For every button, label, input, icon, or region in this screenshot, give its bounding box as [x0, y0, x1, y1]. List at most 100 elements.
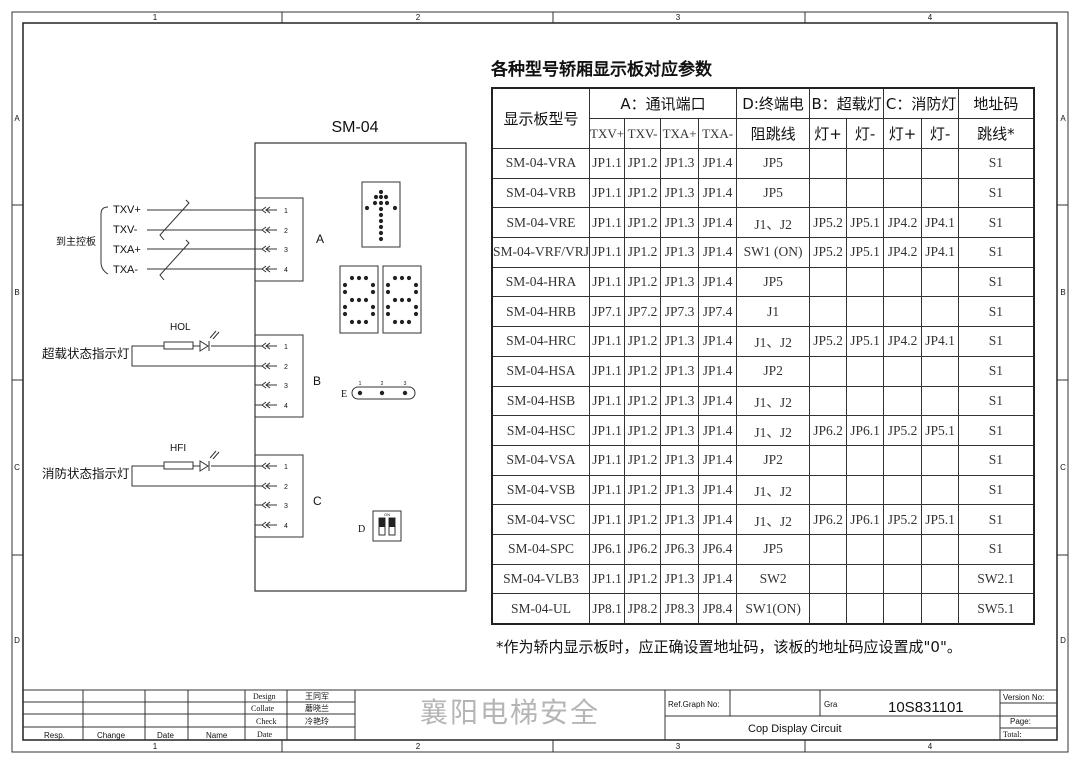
table-cell: JP1.3: [660, 266, 700, 298]
table-cell: S1: [958, 148, 1035, 179]
table-cell: [846, 563, 885, 595]
signal-brace: [100, 206, 109, 275]
table-cell: J1、J2: [736, 326, 811, 357]
table-cell: JP1.1: [589, 385, 626, 417]
table-cell: JP5: [736, 177, 811, 209]
table-cell: JP4.2: [883, 326, 923, 357]
table-cell: JP5.1: [846, 237, 885, 268]
fire-circuit: [131, 450, 262, 487]
connector-pin: 3: [261, 245, 288, 254]
table-cell: [921, 355, 960, 387]
jumper-pin-2: 2: [381, 381, 384, 387]
led-dot: [370, 311, 376, 317]
table-cell: [883, 266, 923, 298]
arrow-display: [361, 181, 401, 248]
table-cell: JP5.1: [921, 504, 960, 535]
table-cell: JP5.2: [809, 326, 848, 357]
table-cell: JP1.1: [589, 504, 626, 535]
table-cell: [809, 296, 848, 328]
led-dot: [392, 205, 398, 211]
table-cell: SW1 (ON): [736, 237, 811, 268]
led-dot: [399, 319, 405, 325]
table-cell: JP1.2: [624, 237, 662, 268]
led-dot: [378, 189, 384, 195]
grid-col-2-bottom: 2: [416, 742, 421, 751]
pin-number: 1: [284, 464, 288, 471]
model-cell: SM-04-HSC: [491, 415, 591, 446]
connector-pin: 1: [255, 462, 288, 471]
led-dot: [378, 194, 384, 200]
table-cell: JP5.2: [809, 207, 848, 239]
header-overload: B：超载灯: [809, 87, 885, 119]
title-block: [23, 689, 1057, 740]
table-cell: JP1.4: [698, 326, 738, 357]
table-cell: S1: [958, 266, 1035, 298]
table-cell: JP4.2: [883, 237, 923, 268]
header-txv-plus: TXV+: [589, 118, 626, 149]
table-cell: JP1.1: [589, 207, 626, 239]
table-cell: JP5.1: [846, 326, 885, 357]
table-cell: JP5.2: [809, 237, 848, 268]
grid-row-b: B: [14, 288, 19, 297]
led-dot: [372, 200, 378, 206]
table-cell: JP1.3: [660, 415, 700, 446]
pin-number: 4: [284, 403, 288, 410]
table-cell: JP7.2: [624, 296, 662, 328]
table-cell: JP5.1: [921, 415, 960, 446]
check-name: 冷艳玲: [305, 716, 329, 726]
outer-border: [11, 11, 1069, 753]
led-dot: [363, 319, 369, 325]
table-cell: [809, 474, 848, 506]
led-dot: [406, 275, 412, 281]
dip-switch[interactable]: [372, 510, 402, 542]
table-cell: JP6.1: [846, 415, 885, 446]
table-cell: JP8.4: [698, 593, 738, 625]
pin-number: 4: [284, 523, 288, 530]
grid-col-4-bottom: 4: [928, 742, 933, 751]
dip-d-label: D: [358, 524, 365, 535]
jumper-pin-1: 1: [359, 381, 362, 387]
parameter-table: 显示板型号 A：通讯端口 D:终端电 B：超载灯 C：消防灯 地址码 TXV+ …: [491, 87, 1035, 625]
grid-col-4: 4: [928, 13, 933, 22]
table-cell: [846, 355, 885, 387]
table-cell: JP1.4: [698, 266, 738, 298]
model-cell: SM-04-VSA: [491, 444, 591, 476]
led-dot: [399, 275, 405, 281]
pin-number: 2: [284, 364, 288, 371]
table-cell: JP4.1: [921, 326, 960, 357]
graph-no-label: Gra: [824, 700, 838, 709]
table-cell: JP1.2: [624, 385, 662, 417]
hol-resistor-label: HOL: [170, 322, 191, 333]
table-cell: JP5: [736, 148, 811, 179]
table-cell: S1: [958, 474, 1035, 506]
jumper-pin-dots: [357, 390, 408, 396]
grid-col-1-bottom: 1: [153, 742, 158, 751]
table-cell: JP5: [736, 266, 811, 298]
model-cell: SM-04-VRE: [491, 207, 591, 239]
header-txa-minus: TXA-: [698, 118, 738, 149]
header-fire-minus: 灯-: [921, 118, 960, 149]
table-cell: JP1.2: [624, 563, 662, 595]
model-cell: SM-04-VRB: [491, 177, 591, 209]
table-cell: JP6.2: [809, 415, 848, 446]
grid-row-c-right: C: [1060, 463, 1066, 472]
table-cell: [883, 474, 923, 506]
signal-txa-minus: TXA-: [113, 264, 138, 276]
table-cell: JP8.3: [660, 593, 700, 625]
led-dot: [392, 297, 398, 303]
table-cell: [809, 266, 848, 298]
jumper-e-label: E: [341, 389, 347, 400]
date-label: Date: [257, 730, 273, 739]
table-cell: JP1.1: [589, 444, 626, 476]
overload-circuit: [131, 330, 262, 367]
grid-ticks: [12, 12, 1068, 752]
